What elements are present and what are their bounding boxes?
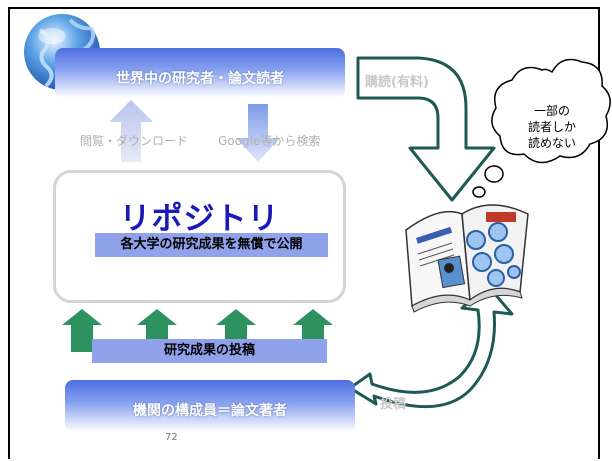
authors-bar: 機関の構成員＝論文著者 xyxy=(65,380,355,432)
subscription-label: 購読(有料) xyxy=(365,75,429,90)
browse-download-label: 閲覧・ダウンロード xyxy=(80,134,189,148)
thought-bubble xyxy=(472,58,611,198)
journal-icon xyxy=(405,204,529,313)
repository-title: リポジトリ xyxy=(119,201,280,237)
submission-label: 投稿 xyxy=(380,397,407,412)
browse-up-arrow xyxy=(109,100,153,162)
subscription-arrow xyxy=(356,56,496,202)
thought-bubble-text: 一部の 読者しか 読めない xyxy=(512,103,592,151)
submission-arrow xyxy=(348,284,514,409)
bubble-line-2: 読者しか xyxy=(527,120,576,134)
search-down-arrow xyxy=(236,104,280,162)
search-label: Google等から検索 xyxy=(218,134,321,148)
page-number: 72 xyxy=(165,432,178,443)
deposit-label: 研究成果の投稿 xyxy=(92,339,327,363)
bubble-line-3: 読めない xyxy=(527,136,576,150)
bubble-line-1: 一部の xyxy=(533,104,570,118)
repository-subtitle: 各大学の研究成果を無償で公開 xyxy=(95,233,328,257)
readers-bar: 世界中の研究者・論文読者 xyxy=(55,48,345,98)
